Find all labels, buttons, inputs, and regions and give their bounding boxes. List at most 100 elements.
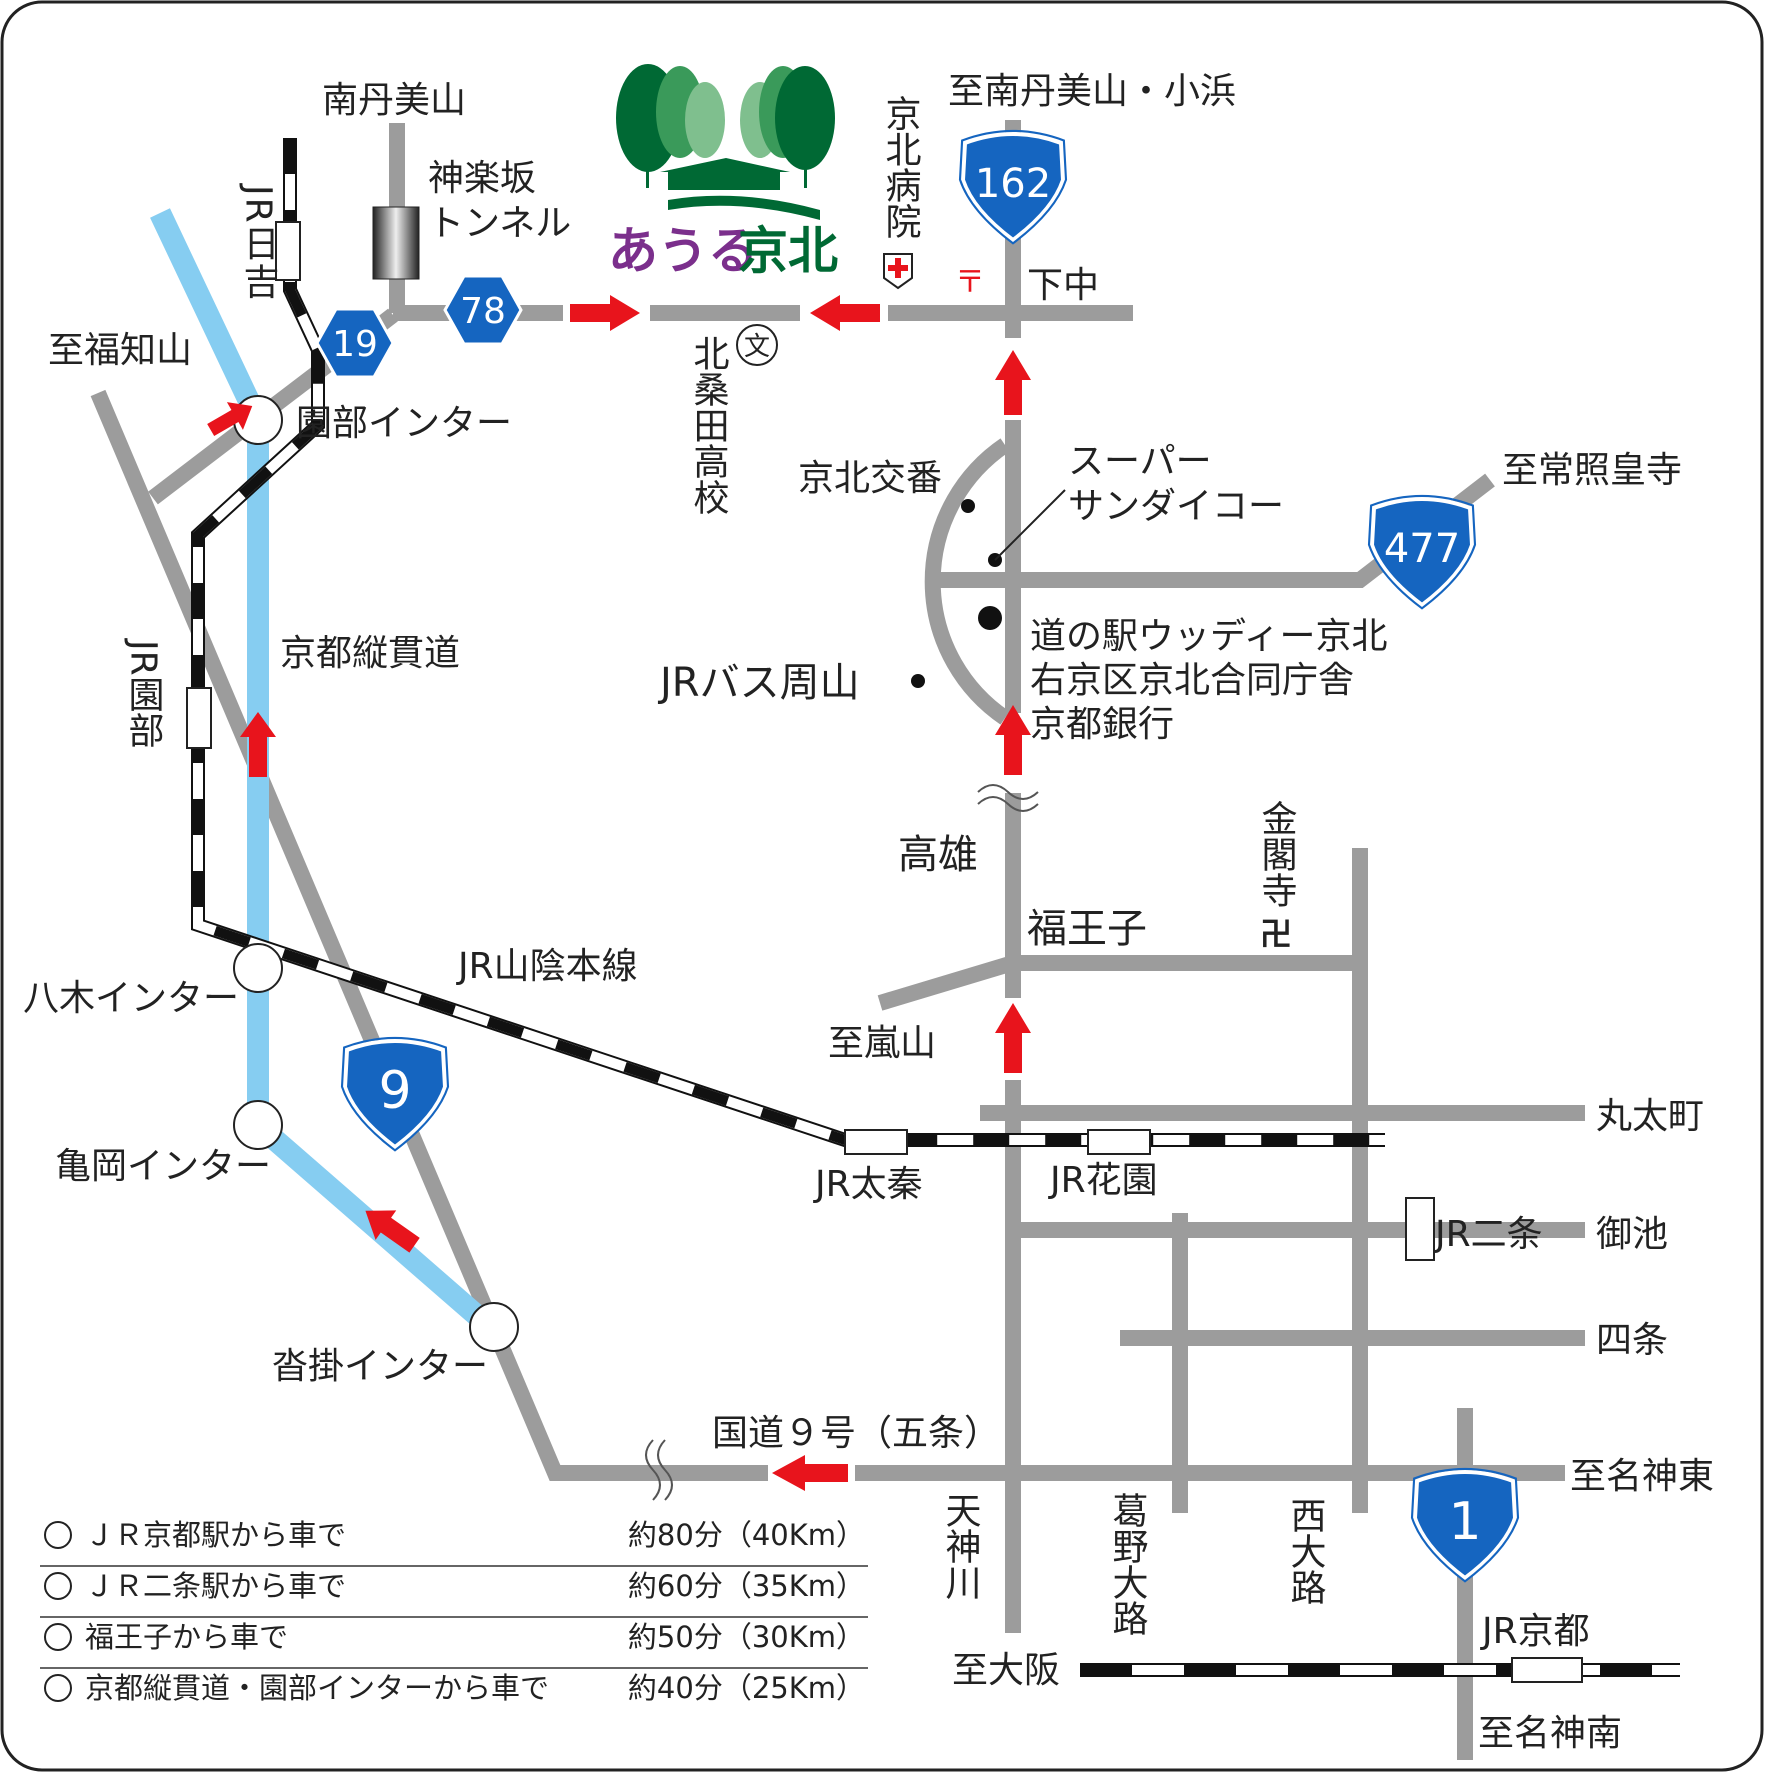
access-from: 京都縦貫道・園部インターから車で xyxy=(85,1671,549,1705)
station-jr-nijo xyxy=(1405,1197,1435,1261)
label-minami-tanba-miyama: 南丹美山 xyxy=(322,80,466,121)
label-michinoeki: 道の駅ウッディー京北 xyxy=(1030,616,1387,657)
owl-keihoku-logo: あうる 京北 xyxy=(608,64,838,280)
access-from: ＪＲ京都駅から車で xyxy=(85,1518,346,1552)
stations xyxy=(186,221,1583,1683)
label-super-2: サンダイコー xyxy=(1068,486,1284,527)
route-9-shield: 9 xyxy=(340,1036,450,1152)
label-kadono-oji: 葛野大路 xyxy=(1107,1492,1148,1636)
super-leader xyxy=(994,489,1066,561)
label-shijo: 四条 xyxy=(1596,1320,1668,1361)
bullet-icon xyxy=(44,1521,72,1549)
label-to-arashiyama: 至嵐山 xyxy=(828,1023,936,1064)
label-kinkakuji: 金閣寺 xyxy=(1256,800,1297,908)
prefectural-78-shield: 78 xyxy=(443,274,523,346)
route-162-shield: 162 xyxy=(958,129,1068,245)
school-icon: 文 xyxy=(736,324,778,366)
label-koban: 京北交番 xyxy=(798,458,942,499)
access-time: 約80分（40Km） xyxy=(628,1518,865,1552)
road-arashiyama xyxy=(877,955,1016,1011)
bullet-icon xyxy=(44,1674,72,1702)
label-route9-gojo: 国道９号（五条） xyxy=(712,1413,1000,1454)
access-row: ＪＲ二条駅から車で 約60分（35Km） xyxy=(40,1569,868,1618)
hospital-icon xyxy=(883,253,913,290)
label-jr-hanazono: JR花園 xyxy=(1048,1160,1158,1201)
bullet-icon xyxy=(44,1623,72,1651)
access-from: ＪＲ二条駅から車で xyxy=(85,1569,346,1603)
logo-text-owl: あうる xyxy=(608,222,758,280)
label-to-meishin-south: 至名神南 xyxy=(1478,1713,1622,1754)
kameoka-ic-circle xyxy=(233,1100,283,1150)
temple-icon: 卍 xyxy=(1260,915,1292,953)
label-tenjingawa: 天神川 xyxy=(940,1492,981,1600)
label-fukuoji: 福王子 xyxy=(1027,906,1147,952)
route-1-shield: 1 xyxy=(1410,1467,1520,1583)
label-bank: 京都銀行 xyxy=(1030,704,1174,745)
label-oike: 御池 xyxy=(1596,1214,1668,1255)
label-keihoku-hospital: 京北病院 xyxy=(880,95,921,239)
access-table: ＪＲ京都駅から車で 約80分（40Km） ＪＲ二条駅から車で 約60分（35Km） 福王… xyxy=(40,1518,868,1705)
label-jr-sanin: JR山陰本線 xyxy=(456,946,638,987)
access-time: 約60分（35Km） xyxy=(628,1569,865,1603)
label-kagurazaka-2: トンネル xyxy=(428,203,571,244)
route-9-number: 9 xyxy=(378,1061,411,1121)
label-kitakuwada-hs: 北桑田高校 xyxy=(688,335,729,515)
label-nishi-oji: 西大路 xyxy=(1285,1497,1326,1605)
jr-bus-dot xyxy=(911,674,925,688)
access-row: 京都縦貫道・園部インターから車で 約40分（25Km） xyxy=(44,1671,865,1705)
station-jr-hiyoshi xyxy=(275,221,301,281)
label-jukan: 京都縦貫道 xyxy=(280,633,460,674)
label-jr-nijo: JR二条 xyxy=(1433,1214,1543,1255)
kutsukake-ic-circle xyxy=(469,1302,519,1352)
label-sonobe-ic: 園部インター xyxy=(296,403,512,444)
post-office-icon: 〒 xyxy=(955,265,985,300)
label-to-meishin-east: 至名神東 xyxy=(1570,1456,1714,1497)
label-shimonaka: 下中 xyxy=(1027,265,1099,306)
route-162-number: 162 xyxy=(975,161,1051,207)
access-row: ＪＲ京都駅から車で 約80分（40Km） xyxy=(40,1518,868,1567)
label-to-miyama-obama: 至南丹美山・小浜 xyxy=(948,71,1236,112)
svg-text:文: 文 xyxy=(744,332,770,362)
access-time: 約40分（25Km） xyxy=(628,1671,865,1705)
koban-dot xyxy=(961,499,975,513)
route-477-number: 477 xyxy=(1384,526,1460,572)
access-row: 福王子から車で 約50分（30Km） xyxy=(40,1620,868,1669)
tunnel-icon xyxy=(372,206,420,280)
access-from: 福王子から車で xyxy=(85,1620,288,1654)
route-477-shield: 477 xyxy=(1367,494,1477,610)
label-super-1: スーパー xyxy=(1068,441,1212,482)
label-to-fukuchiyama: 至福知山 xyxy=(48,330,192,371)
forest-logo-icon xyxy=(616,64,835,220)
station-jr-sonobe xyxy=(186,687,212,749)
station-jr-uzumasa xyxy=(844,1129,908,1155)
label-yagi-ic: 八木インター xyxy=(23,978,239,1019)
yagi-ic-circle xyxy=(233,943,283,993)
label-jr-kyoto: JR京都 xyxy=(1480,1611,1590,1652)
label-goudou: 右京区京北合同庁舎 xyxy=(1030,660,1354,701)
prefectural-78-number: 78 xyxy=(460,291,506,332)
route-arrows xyxy=(207,295,1031,1491)
label-to-osaka: 至大阪 xyxy=(952,1650,1060,1691)
label-jr-uzumasa: JR太秦 xyxy=(813,1164,923,1205)
label-kagurazaka-1: 神楽坂 xyxy=(428,158,536,199)
label-kutsukake-ic: 沓掛インター xyxy=(272,1346,488,1387)
label-jr-bus: JRバス周山 xyxy=(657,660,860,706)
railways xyxy=(191,138,1680,1677)
label-takao: 高雄 xyxy=(898,832,978,878)
label-to-joshoko: 至常照皇寺 xyxy=(1502,450,1682,491)
logo-text-keihoku: 京北 xyxy=(738,222,838,280)
michinoeki-dot xyxy=(978,606,1002,630)
access-time: 約50分（30Km） xyxy=(628,1620,865,1654)
label-marutamachi: 丸太町 xyxy=(1596,1096,1704,1137)
station-jr-hanazono xyxy=(1087,1129,1151,1155)
prefectural-19-number: 19 xyxy=(332,324,378,365)
break-marks xyxy=(645,784,1039,1501)
bullet-icon xyxy=(44,1572,72,1600)
label-jr-hiyoshi: JR日吉 xyxy=(238,183,279,301)
label-jr-sonobe: JR園部 xyxy=(123,638,164,748)
prefectural-19-shield: 19 xyxy=(315,307,395,379)
station-jr-kyoto xyxy=(1511,1657,1583,1683)
route-1-number: 1 xyxy=(1448,1492,1481,1552)
